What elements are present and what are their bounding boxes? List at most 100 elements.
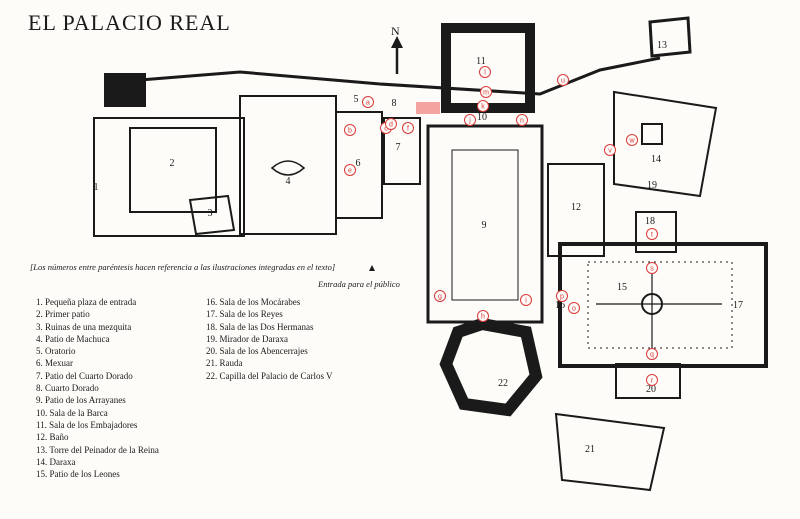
photo-marker: o xyxy=(568,302,580,314)
highlight-block xyxy=(416,102,440,114)
lions-colonnade xyxy=(587,261,733,349)
photo-marker: i xyxy=(520,294,532,306)
room-number-label: 19 xyxy=(647,180,657,191)
legend-item: 4. Patio de Machuca xyxy=(36,333,110,344)
svg-text:u: u xyxy=(561,78,565,85)
svg-text:l: l xyxy=(484,70,486,77)
legend-item: 19. Mirador de Daraxa xyxy=(206,333,288,344)
room-number-label: 21 xyxy=(585,444,595,455)
svg-text:v: v xyxy=(608,148,612,155)
patio-leones xyxy=(558,242,768,368)
svg-text:n: n xyxy=(520,118,524,125)
room-number-label: 13 xyxy=(657,40,667,51)
svg-text:p: p xyxy=(560,294,564,301)
room-number-label: 17 xyxy=(733,300,743,311)
room-number-label: 8 xyxy=(392,98,397,109)
photo-marker: t xyxy=(646,228,658,240)
chapel-charles-v xyxy=(439,317,543,417)
svg-text:t: t xyxy=(651,232,653,239)
svg-text:f: f xyxy=(407,126,409,133)
entrance-arrow-icon xyxy=(369,265,375,271)
room-number-label: 16 xyxy=(555,300,565,311)
mosque-ruins xyxy=(188,194,236,236)
cuarto-dorado-court xyxy=(383,117,421,185)
legend-item: 11. Sala de los Embajadores xyxy=(36,419,138,430)
photo-marker: b xyxy=(344,124,356,136)
arrayanes-pool xyxy=(451,149,519,301)
bath xyxy=(547,163,605,257)
legend-item: 22. Capilla del Palacio de Carlos V xyxy=(206,370,333,381)
legend-item: 7. Patio del Cuarto Dorado xyxy=(36,370,133,381)
legend-item: 13. Torre del Peinador de la Reina xyxy=(36,444,159,455)
room-number-label: 10 xyxy=(477,112,487,123)
photo-marker: s xyxy=(646,262,658,274)
wing-entrance-plaza xyxy=(93,117,245,237)
legend-item: 16. Sala de los Mocárabes xyxy=(206,297,301,307)
room-number-label: 5 xyxy=(354,94,359,105)
photo-marker: j xyxy=(464,114,476,126)
legend-item: 9. Patio de los Arrayanes xyxy=(36,395,126,406)
tower-west xyxy=(104,73,146,107)
photo-marker: f xyxy=(402,122,414,134)
reference-note: [Los números entre paréntesis hacen refe… xyxy=(30,262,336,272)
svg-text:g: g xyxy=(438,294,442,301)
north-label: N xyxy=(391,24,400,38)
room-number-label: 14 xyxy=(651,154,661,165)
legend-item: 12. Baño xyxy=(36,432,69,443)
legend-item: 8. Cuarto Dorado xyxy=(36,383,99,394)
photo-marker: w xyxy=(626,134,638,146)
photo-marker: a xyxy=(362,96,374,108)
photo-marker: m xyxy=(480,86,492,98)
room-number-label: 18 xyxy=(645,216,655,227)
legend-item: 15. Patio de los Leones xyxy=(36,469,120,480)
svg-text:w: w xyxy=(628,138,635,145)
svg-text:b: b xyxy=(348,128,352,135)
legend-item: 17. Sala de los Reyes xyxy=(206,309,283,320)
photo-marker: u xyxy=(557,74,569,86)
photo-marker: h xyxy=(477,310,489,322)
mexuar xyxy=(335,111,383,219)
legend-right: 16. Sala de los Mocárabes 17. Sala de los… xyxy=(206,296,333,382)
north-wall xyxy=(139,56,661,96)
svg-text:r: r xyxy=(651,378,654,385)
svg-text:k: k xyxy=(481,104,485,111)
legend-item: 2. Primer patio xyxy=(36,309,90,320)
legend-item: 20. Sala de los Abencerrajes xyxy=(206,346,308,357)
photo-marker: e xyxy=(344,164,356,176)
lions-fountain xyxy=(641,293,663,315)
svg-text:h: h xyxy=(481,314,485,321)
legend-item: 3. Ruinas de una mezquita xyxy=(36,321,132,332)
page-title: EL PALACIO REAL xyxy=(28,10,231,35)
court-machuca xyxy=(239,95,337,235)
abencerrajes xyxy=(615,363,681,399)
photo-marker: n xyxy=(516,114,528,126)
room-number-label: 11 xyxy=(476,56,486,67)
court-first-patio xyxy=(129,127,217,213)
room-number-label: 20 xyxy=(646,384,656,395)
legend-item: 18. Sala de las Dos Hermanas xyxy=(206,321,314,332)
photo-marker: p xyxy=(556,290,568,302)
entrance-label: Entrada para el público xyxy=(318,279,400,289)
machuca-pool xyxy=(270,160,306,176)
legend-item: 21. Rauda xyxy=(206,358,243,369)
svg-text:i: i xyxy=(525,298,527,305)
two-sisters xyxy=(635,211,677,253)
svg-text:m: m xyxy=(483,90,489,97)
photo-marker: v xyxy=(604,144,616,156)
legend-item: 1. Pequeña plaza de entrada xyxy=(36,297,137,307)
room-number-label: 12 xyxy=(571,202,581,213)
legend-left: 1. Pequeña plaza de entrada 2. Primer pat… xyxy=(36,296,159,480)
legend-item: 6. Mexuar xyxy=(36,358,73,369)
room-number-label: 22 xyxy=(498,378,508,389)
legend-item: 5. Oratorio xyxy=(36,346,76,357)
photo-marker: k xyxy=(477,100,489,112)
room-number-label: 15 xyxy=(617,282,627,293)
photo-marker: g xyxy=(434,290,446,302)
north-arrow-icon xyxy=(391,36,403,74)
svg-text:c: c xyxy=(384,126,388,133)
room-number-label: 4 xyxy=(286,176,291,187)
queens-dressing-tower xyxy=(648,16,692,58)
room-number-label: 6 xyxy=(356,158,361,169)
legend-item: 10. Sala de la Barca xyxy=(36,407,108,418)
